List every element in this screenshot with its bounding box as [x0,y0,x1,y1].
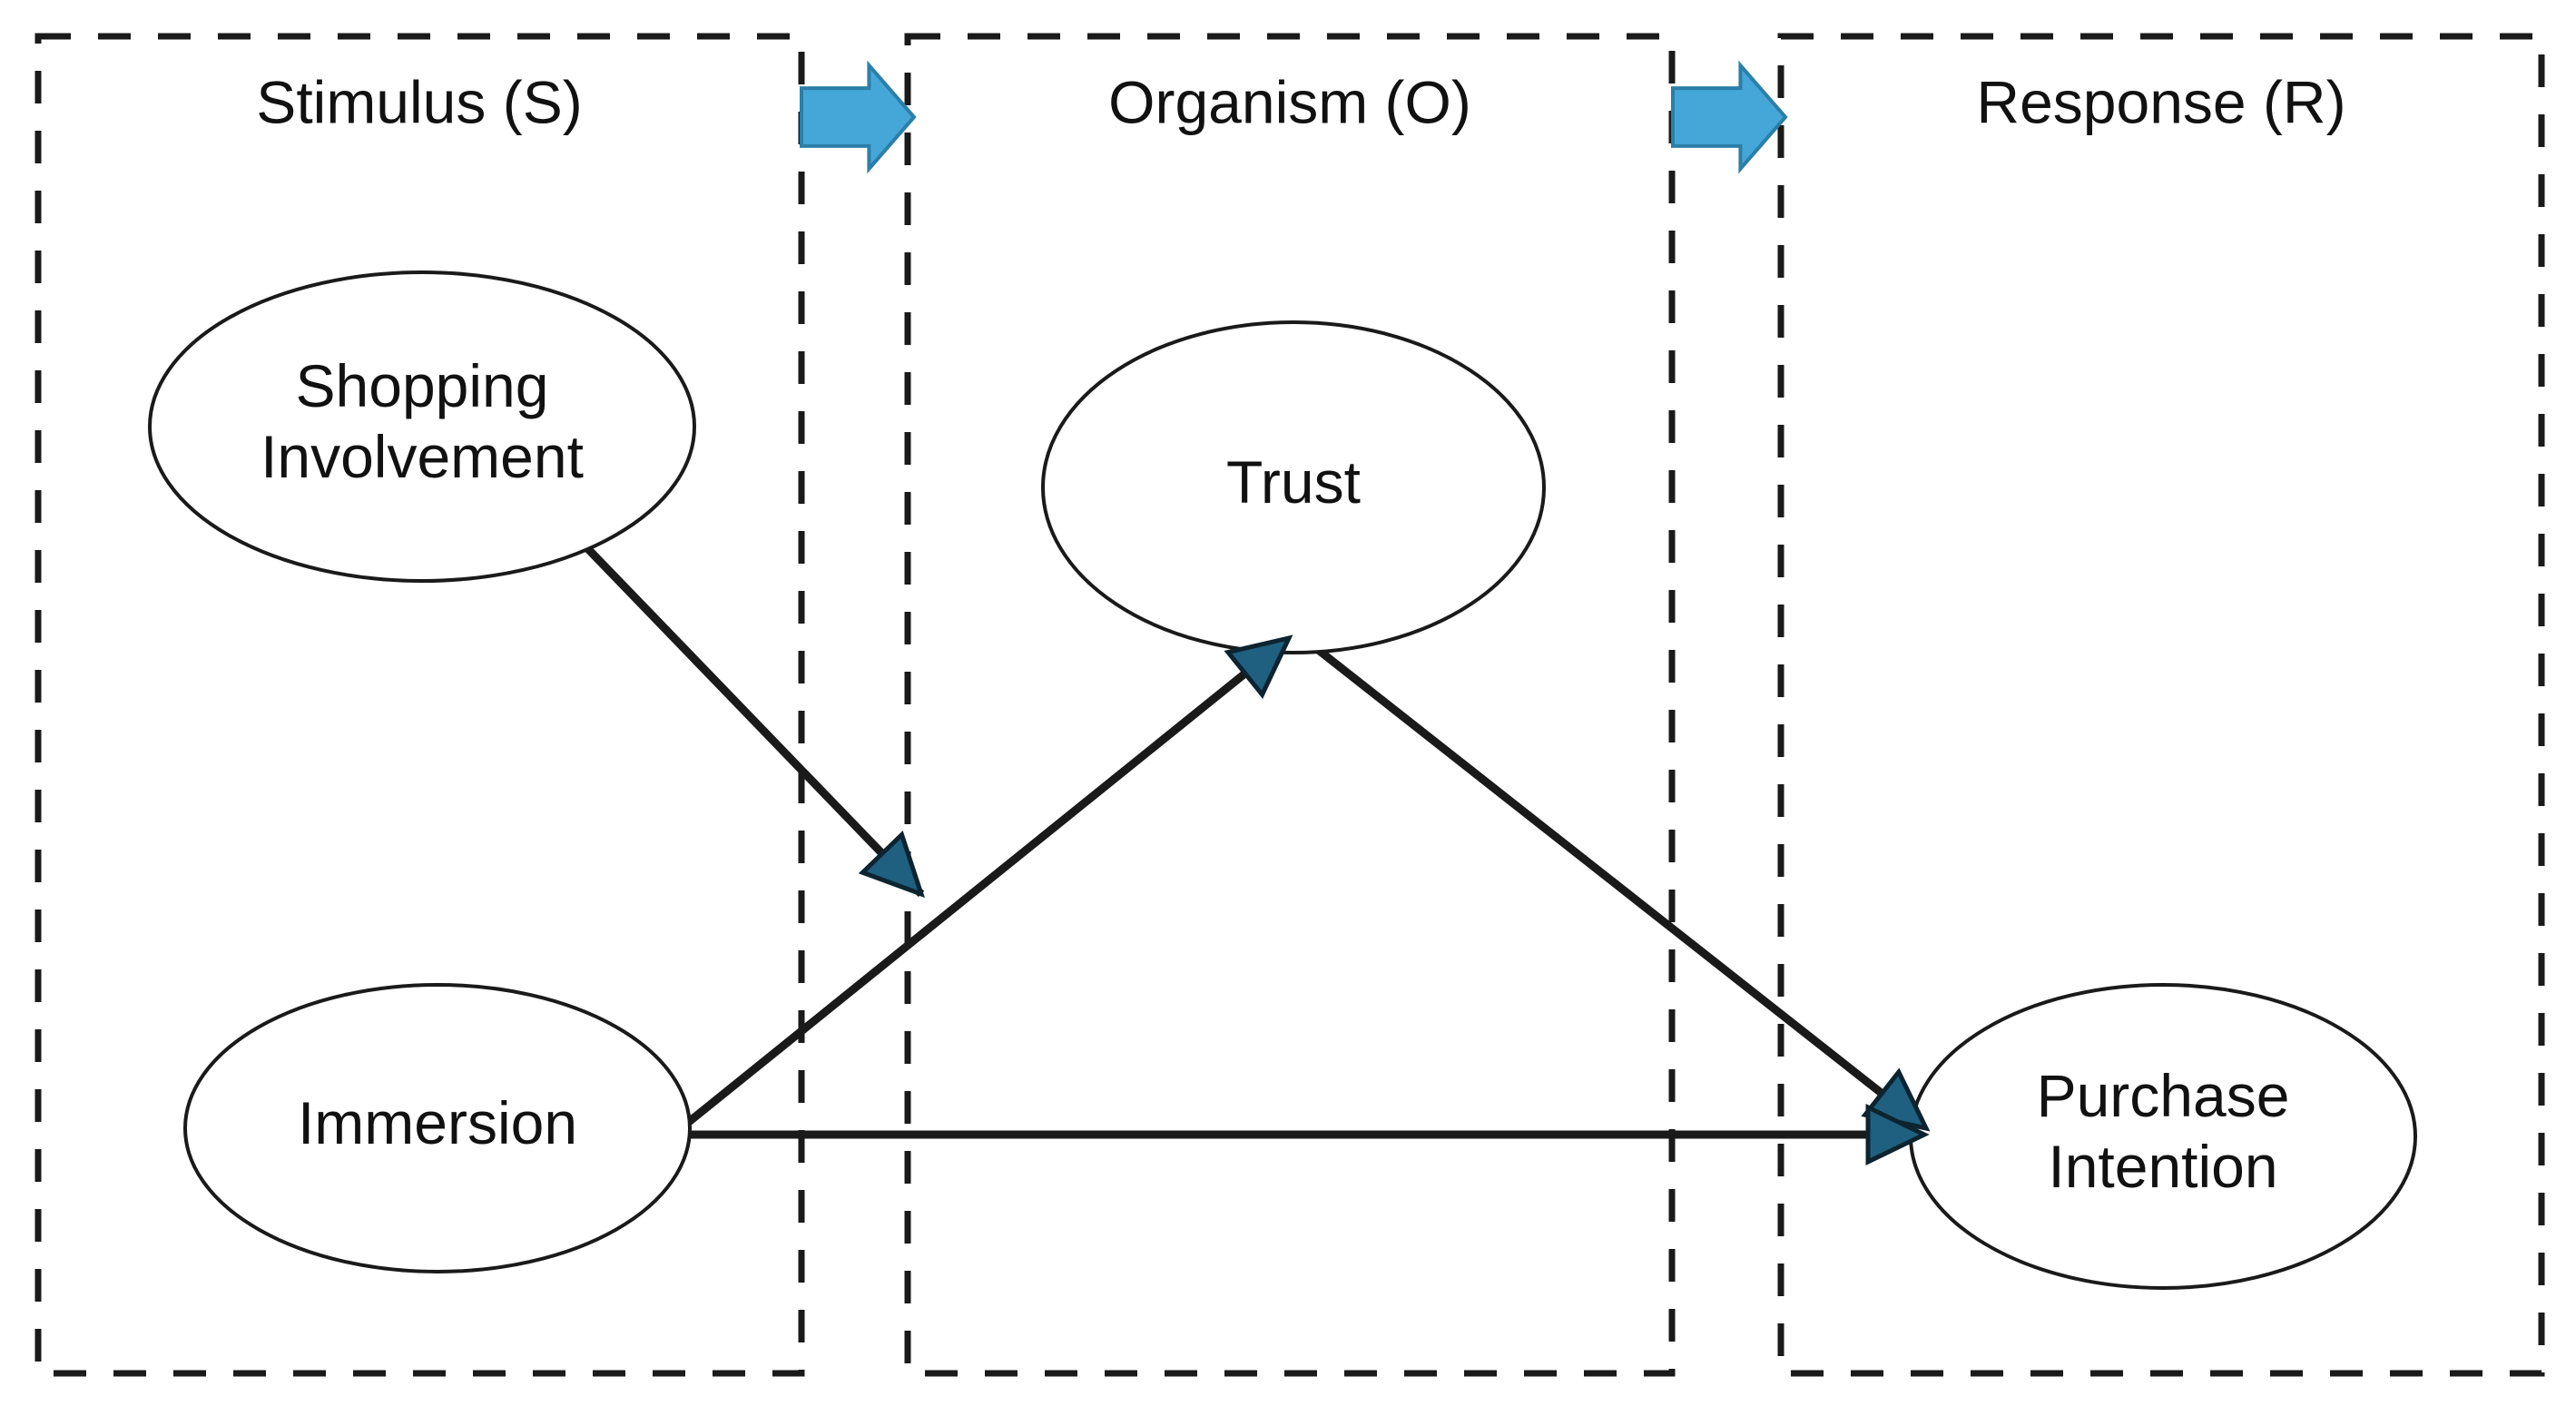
node-label-trust: Trust [1226,448,1361,516]
path-line-shopping-involvement-to-immersion [561,521,925,898]
arrowhead-shopping-involvement-to-immersion [858,830,925,899]
flow-arrows [800,60,1788,174]
zone-label-organism: Organism (O) [1108,68,1471,135]
zone-box-response [1777,33,2545,1377]
zone-box-stimulus [34,33,805,1377]
node-ellipse-shopping-involvement[interactable] [148,270,696,583]
node-ellipse-immersion[interactable] [183,983,692,1273]
arrowhead-immersion-to-trust [1224,634,1293,699]
node-shapes [148,270,2417,1290]
path-line-trust-to-purchase-intention [1297,632,1929,1132]
node-label-line: Immersion [298,1089,577,1156]
path-arrowheads [858,634,1931,1165]
flow-arrow-organism-to-response [1671,60,1788,174]
node-label-immersion: Immersion [298,1089,577,1156]
path-lines [561,521,1929,1139]
node-label-line: Intention [2048,1133,2277,1200]
arrowhead-immersion-to-purchase-intention [1865,1104,1930,1165]
node-ellipse-trust[interactable] [1041,320,1546,654]
zone-box-organism [904,33,1676,1377]
zone-label-stimulus: Stimulus (S) [256,68,582,135]
path-line-immersion-to-trust [673,634,1292,1136]
node-label-line: Purchase [2037,1062,2290,1129]
node-label-line: Shopping [296,352,549,419]
node-label-line: Trust [1226,448,1361,516]
zone-boxes [34,33,2545,1377]
flow-arrow-stimulus-to-organism [800,60,917,174]
node-label-line: Involvement [261,423,584,490]
zone-label-response: Response (R) [1976,68,2345,135]
zone-labels: Stimulus (S) Organism (O) Response (R) [256,68,2345,135]
